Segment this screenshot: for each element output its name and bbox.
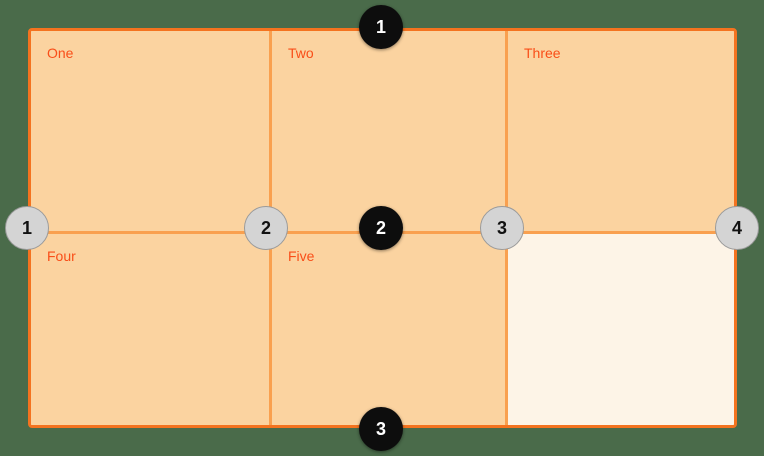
row-marker-3[interactable]: 3 (359, 407, 403, 451)
grid-cell-empty[interactable] (505, 231, 734, 425)
grid-cell-four[interactable]: Four (31, 231, 269, 425)
column-marker-3[interactable]: 3 (480, 206, 524, 250)
grid-container: One Two Three Four Five (28, 28, 737, 428)
column-marker-label: 4 (731, 217, 742, 238)
row-marker-1[interactable]: 1 (359, 5, 403, 49)
layout-grid: One Two Three Four Five (28, 28, 737, 428)
column-marker-label: 1 (21, 217, 32, 238)
grid-cell-label: Three (524, 45, 561, 61)
row-marker-2[interactable]: 2 (359, 206, 403, 250)
grid-cell-label: Five (288, 248, 315, 264)
column-marker-1[interactable]: 1 (5, 206, 49, 250)
column-marker-label: 3 (496, 217, 507, 238)
grid-cell-one[interactable]: One (31, 31, 269, 231)
grid-cell-label: Four (47, 248, 76, 264)
grid-cell-three[interactable]: Three (505, 31, 734, 231)
grid-cell-five[interactable]: Five (269, 231, 505, 425)
grid-cell-label: Two (288, 45, 314, 61)
row-marker-label: 2 (375, 217, 386, 238)
grid-cell-label: One (47, 45, 74, 61)
column-marker-2[interactable]: 2 (244, 206, 288, 250)
column-marker-4[interactable]: 4 (715, 206, 759, 250)
row-marker-label: 3 (375, 418, 386, 439)
grid-cell-two[interactable]: Two (269, 31, 505, 231)
row-marker-label: 1 (375, 16, 386, 37)
column-marker-label: 2 (260, 217, 271, 238)
